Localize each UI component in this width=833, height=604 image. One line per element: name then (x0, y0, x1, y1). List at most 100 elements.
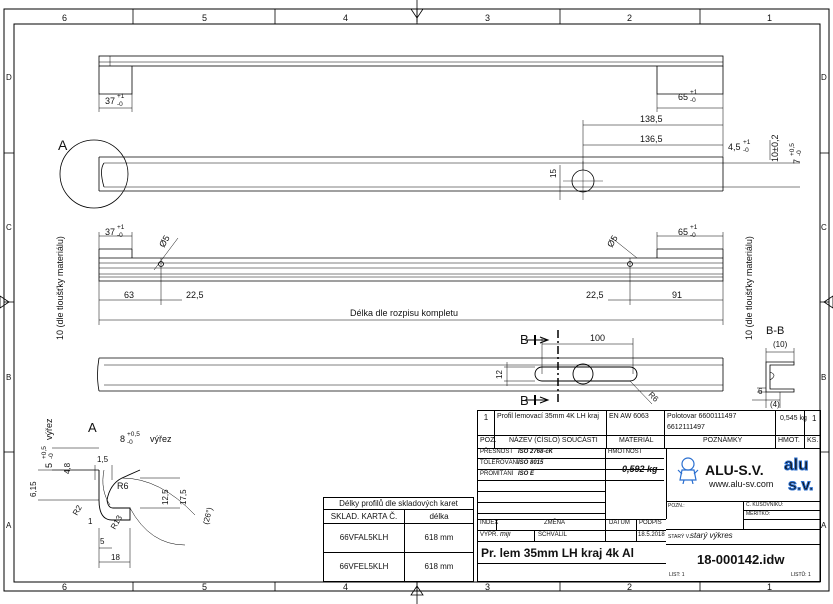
dim-4-5-tol-plus: +1 (743, 139, 751, 146)
company-name: ALU-S.V. (705, 462, 764, 478)
revision-header-row: INDEX ZMĚNA DATUM PODPIS (478, 519, 666, 531)
datum-label: DATUM (609, 520, 630, 526)
stary-label: STARÝ V.: (668, 534, 692, 540)
section-B-top-label: B (520, 332, 529, 347)
tolerovani-value: ISO 8015 (518, 460, 544, 466)
section-BB-title: B-B (766, 325, 784, 337)
profile-side-view (98, 156, 800, 192)
dim-63: 63 (124, 290, 134, 300)
dim-65-mid-tol-minus: -0 (690, 232, 696, 239)
detail-A-vyrez2: výřez (44, 418, 54, 440)
detail-A-dim-8-tol-plus: +0,5 (127, 431, 140, 438)
section-B-bottom-label: B (520, 393, 529, 408)
lengths-table-col2-header: délka (405, 510, 473, 524)
alu-sv-logo-icon: alu s.v. (784, 455, 815, 495)
col-label-6-top: 6 (62, 13, 67, 23)
detail-A-callout: A (58, 137, 68, 153)
svg-text:s.v.: s.v. (788, 477, 814, 494)
part-title: Pr. lem 35mm LH kraj 4k Al (481, 546, 634, 560)
detail-A-dim-4-8: 4,8 (63, 462, 72, 474)
dim-91: 91 (672, 290, 682, 300)
centering-mark-right (823, 295, 833, 309)
lengths-table-title: Délky profilů dle skladových karet (324, 498, 473, 510)
col-label-6-bottom: 6 (62, 582, 67, 592)
meritko-label: MĚŘÍTKO: (746, 511, 771, 517)
dim-65-mid-tol-plus: +1 (690, 224, 698, 231)
stary-value: starý výkres (690, 531, 733, 540)
dim-37-top-tol-plus: +1 (117, 93, 125, 100)
hmotnost-label: HMOTNOST (608, 449, 643, 455)
row-label-C-left: C (6, 223, 12, 232)
dim-37-mid: 37 (105, 227, 115, 237)
bom-header-qty: KS. (807, 437, 819, 444)
bom-weight: 0,545 kg (780, 415, 807, 422)
row-label-A-right: A (821, 521, 827, 530)
section-BB-dim-4: (4) (770, 400, 780, 409)
schvalil-label: SCHVÁLIL (538, 532, 568, 538)
sheet-number: LIST: 1 (669, 572, 685, 578)
detail-A-dim-18: 18 (111, 553, 120, 562)
drawing-number: 18-000142.idw (697, 552, 785, 567)
detail-A-dim-1-5: 1,5 (97, 455, 109, 464)
bom-header-row: POZ. NÁZEV (ČÍSLO) SOUČÁSTI MATERIÁL POZ… (478, 436, 820, 449)
dim-65-top-tol-minus: -0 (690, 97, 696, 104)
pozn-label: POZN.: (668, 503, 685, 509)
col-label-1-top: 1 (767, 13, 772, 23)
lengths-table-row-2-code: 66VFEL5KLH (324, 553, 405, 581)
detail-A-r6: R6 (117, 481, 129, 491)
detail-A-dim-8-tol-minus: -0 (127, 439, 133, 446)
presnost-label: PŘESNOST (480, 449, 514, 455)
centering-mark-top (410, 0, 424, 22)
approval-row: VYPR. miji SCHVÁLIL 18.5.2018 (478, 531, 666, 542)
dim-138-5: 138,5 (640, 114, 663, 124)
tolerovani-label: TOLEROVÁNÍ (480, 460, 519, 466)
row-label-D-right: D (821, 73, 827, 82)
bom-header-notes: POZNÁMKY (703, 437, 743, 444)
dim-total-length: Délka dle rozpisu kompletu (350, 308, 458, 318)
meta-fields: POZN.: Č. KUSOVNÍKU: MĚŘÍTKO: (666, 502, 820, 530)
col-label-4-bottom: 4 (343, 582, 348, 592)
dim-136-5: 136,5 (640, 134, 663, 144)
promitani-value: ISO E (518, 471, 535, 477)
detail-A-dim-5-tol-minus: -0 (48, 453, 55, 459)
col-label-4-top: 4 (343, 13, 348, 23)
bom-header-pos: POZ. (480, 437, 497, 444)
dim-phi5-left: Ø5 (157, 234, 172, 249)
centering-mark-left (0, 295, 10, 309)
title-block: 1 Profil lemovací 35mm 4K LH kraj EN AW … (477, 410, 821, 582)
dim-7: 7 (792, 159, 802, 164)
detail-A-circle (59, 139, 129, 209)
dim-100: 100 (590, 333, 605, 343)
bom-qty: 1 (812, 414, 817, 423)
detail-A-r13: R13 (109, 513, 124, 531)
lengths-table-col1-header: SKLAD. KARTA Č. (324, 510, 405, 524)
dim-37-top-tol-minus: -0 (117, 101, 123, 108)
col-label-2-bottom: 2 (627, 582, 632, 592)
lengths-table-row-1-code: 66VFAL5KLH (324, 524, 405, 553)
row-label-A-left: A (6, 521, 12, 530)
dim-10-pm: 10±0,2 (770, 135, 780, 162)
col-label-3-top: 3 (485, 13, 490, 23)
dim-65-mid: 65 (678, 227, 688, 237)
sheet-count: LISTŮ: 1 (791, 572, 811, 578)
dim-r6-slot: R6 (647, 390, 661, 404)
old-drawing-row: STARÝ V.: starý výkres (666, 530, 820, 545)
detail-A-dim-1: 1 (88, 517, 93, 526)
bom-note-2: 6612111497 (667, 424, 705, 431)
detail-A-dim-5: 5 (44, 463, 54, 468)
dim-37-mid-tol-minus: -0 (117, 232, 123, 239)
row-label-C-right: C (821, 223, 827, 232)
dim-37-top: 37 (105, 96, 115, 106)
row-label-B-left: B (6, 373, 11, 382)
vypr-label: VYPR. (480, 532, 499, 538)
lengths-table-row-1-length: 618 mm (405, 524, 473, 553)
row-label-D-left: D (6, 73, 12, 82)
bom-header-name: NÁZEV (ČÍSLO) SOUČÁSTI (509, 437, 598, 444)
podpis-label: PODPIS (639, 520, 662, 526)
dim-thickness-right: 10 (dle tloušťky materiálu) (744, 236, 754, 340)
bom-header-weight: HMOT. (778, 437, 800, 444)
profile-top-view (98, 55, 724, 95)
profile-front-view (98, 248, 724, 282)
dim-65-top: 65 (678, 92, 688, 102)
